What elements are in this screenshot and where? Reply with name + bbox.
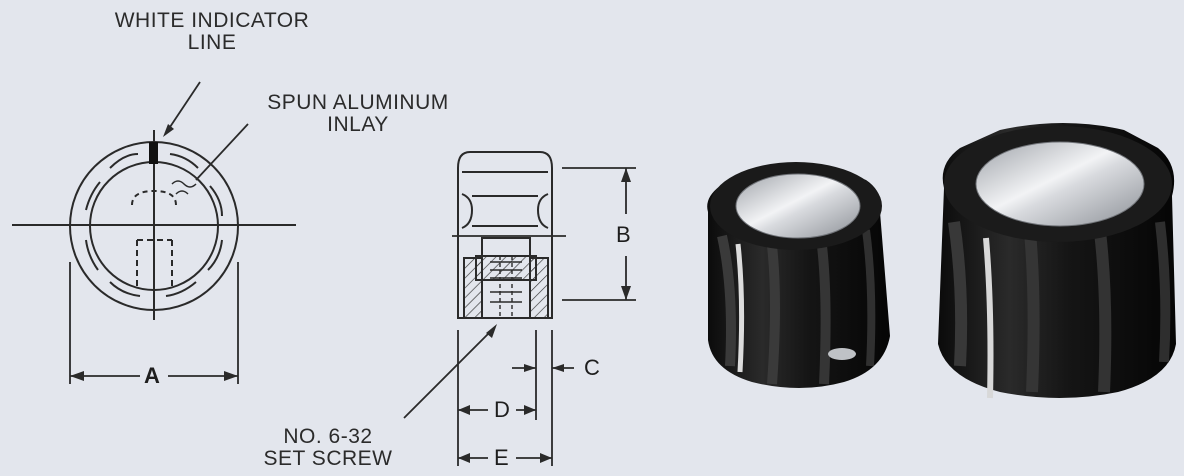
white-indicator-label-line-2: LINE: [187, 31, 237, 54]
white-indicator-label-line-1: WHITE INDICATOR: [114, 9, 310, 32]
spun-aluminum-label-line-2: INLAY: [327, 113, 389, 136]
set-screw-label: NO. 6-32 SET SCREW: [228, 426, 428, 470]
dimension-e-label: E: [494, 445, 509, 470]
side-section-view: [403, 151, 636, 466]
dimension-b-label: B: [616, 222, 631, 247]
dimension-d-label: D: [494, 397, 510, 422]
dimension-a-label: A: [144, 363, 160, 388]
spun-aluminum-label-line-1: SPUN ALUMINUM: [267, 91, 449, 114]
dimension-c-label: C: [584, 355, 600, 380]
set-screw-label-line-1: NO. 6-32: [283, 425, 373, 448]
large-knob-image: [938, 123, 1176, 399]
spun-aluminum-label: SPUN ALUMINUM INLAY: [238, 92, 478, 136]
front-view: [12, 81, 296, 384]
set-screw-label-line-2: SET SCREW: [263, 447, 393, 470]
small-knob-image: [707, 162, 890, 388]
white-indicator-label: WHITE INDICATOR LINE: [82, 10, 342, 54]
